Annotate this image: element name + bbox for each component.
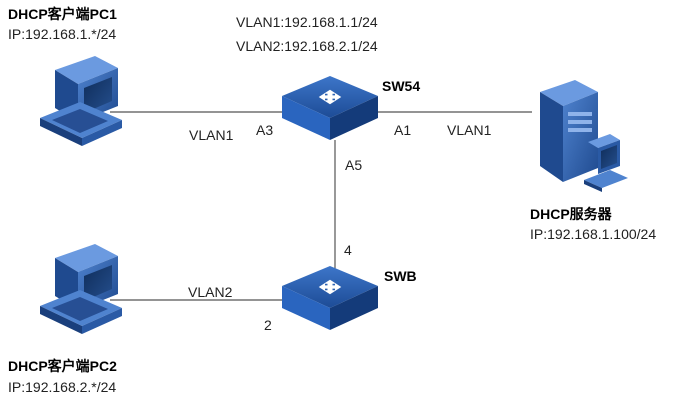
pc1-computer-icon — [40, 56, 122, 146]
sw54-vlan2-interface: VLAN2:192.168.2.1/24 — [236, 38, 378, 54]
link-pc2-swb-vlan: VLAN2 — [188, 284, 233, 300]
sw54-switch-icon: SWITCH — [282, 76, 378, 147]
pc1-title: DHCP客户端PC1 — [8, 6, 117, 22]
sw54-port-a3: A3 — [256, 122, 274, 138]
link-sw54-server-vlan: VLAN1 — [447, 122, 492, 138]
pc1-ip: IP:192.168.1.*/24 — [8, 26, 117, 42]
pc2-computer-icon — [40, 244, 122, 334]
swb-port-2: 2 — [264, 317, 272, 333]
sw54-name: SW54 — [382, 78, 421, 94]
pc2-title: DHCP客户端PC2 — [8, 358, 117, 374]
swb-name: SWB — [384, 268, 417, 284]
sw54-vlan1-interface: VLAN1:192.168.1.1/24 — [236, 14, 378, 30]
server-title: DHCP服务器 — [530, 206, 612, 222]
sw54-port-a5: A5 — [345, 157, 363, 173]
link-pc1-sw54-vlan: VLAN1 — [189, 127, 234, 143]
sw54-port-a1: A1 — [394, 122, 412, 138]
swb-port-4: 4 — [344, 242, 352, 258]
server-ip: IP:192.168.1.100/24 — [530, 226, 657, 242]
swb-switch-icon: SWITCH — [282, 266, 378, 337]
pc2-ip: IP:192.168.2.*/24 — [8, 379, 117, 395]
dhcp-server-icon — [540, 80, 628, 192]
